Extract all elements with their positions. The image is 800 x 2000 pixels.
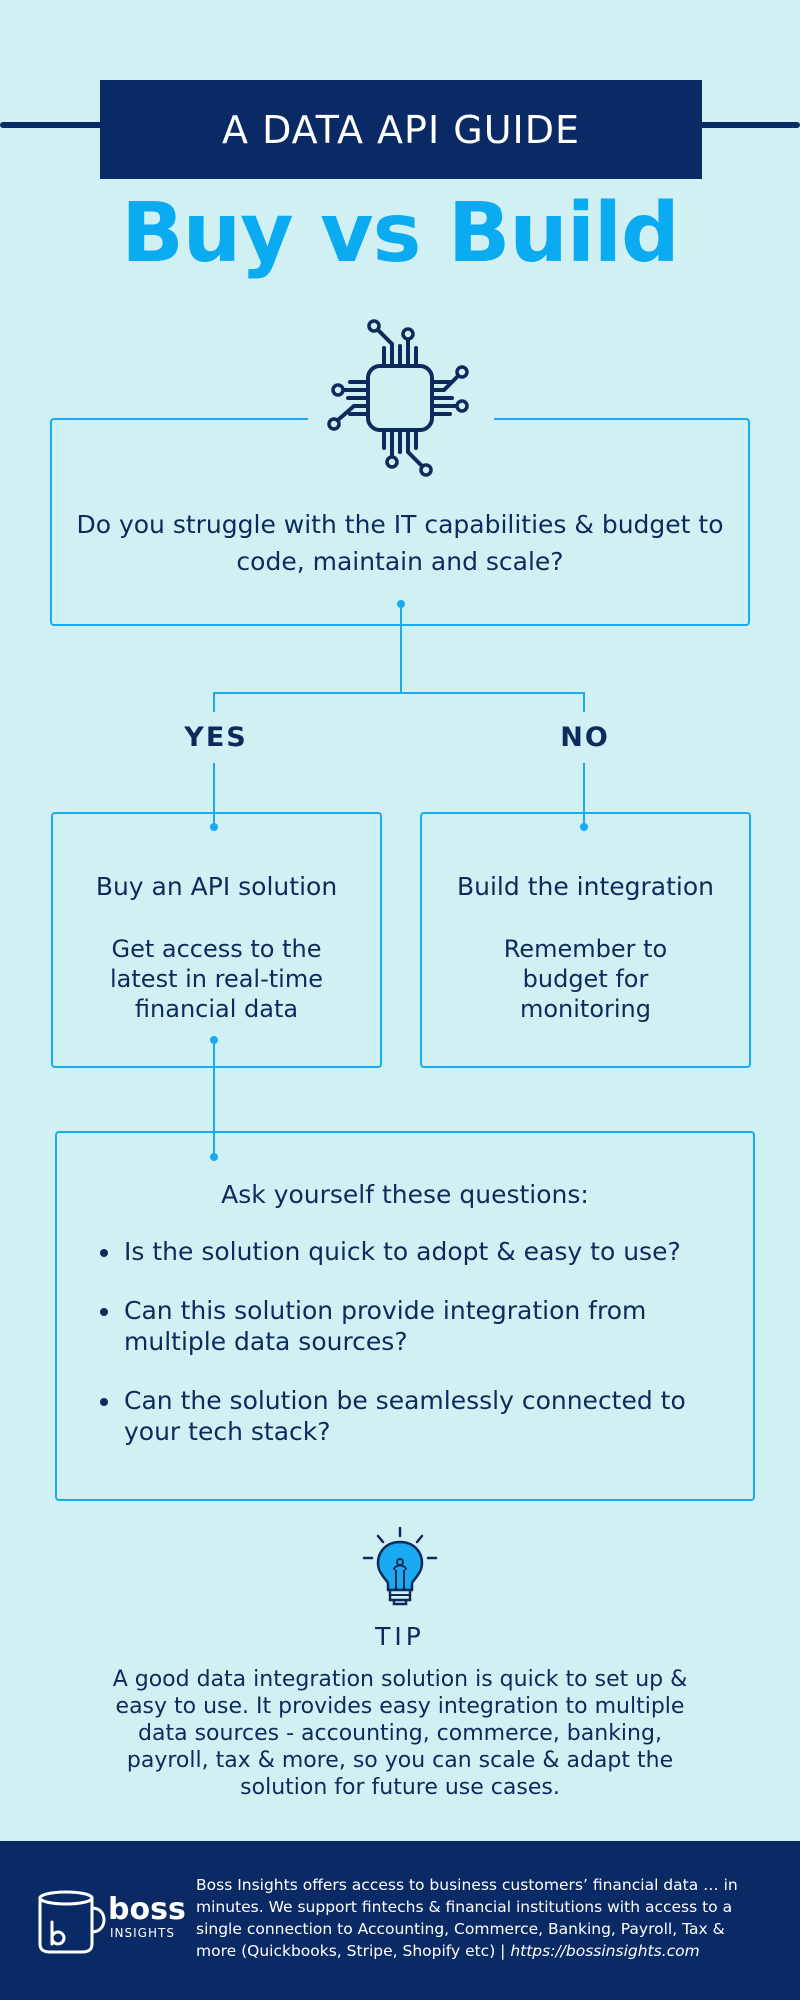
- logo-subtext: INSIGHTS: [110, 1926, 175, 1940]
- tip-label: TIP: [375, 1622, 425, 1651]
- buy-option-box: [51, 812, 382, 1068]
- build-option-text: Remember to budget for monitoring: [503, 935, 668, 1023]
- header-banner: A DATA API GUIDE: [100, 80, 702, 179]
- buy-option-text: Get access to the latest in real-time fi…: [110, 935, 323, 1023]
- footer-description: Boss Insights offers access to business …: [196, 1874, 756, 1962]
- no-label: NO: [560, 722, 610, 753]
- connector-line: [213, 692, 215, 712]
- yes-label: YES: [184, 722, 248, 753]
- mug-logo-icon: [38, 1890, 106, 1954]
- lightbulb-icon: [362, 1526, 438, 1606]
- list-item: Can this solution provide integration fr…: [98, 1295, 738, 1357]
- header-subtitle: A DATA API GUIDE: [222, 107, 580, 152]
- build-option-title: Build the integration: [456, 872, 714, 901]
- questions-heading: Ask yourself these questions:: [221, 1180, 589, 1209]
- build-option-box: [420, 812, 751, 1068]
- list-item: Is the solution quick to adopt & easy to…: [98, 1236, 738, 1267]
- connector-line: [213, 1040, 215, 1156]
- connector-line: [583, 763, 585, 827]
- list-item: Can the solution be seamlessly connected…: [98, 1385, 738, 1447]
- connector-dot: [210, 1153, 218, 1161]
- connector-line: [583, 692, 585, 712]
- tip-text: A good data integration solution is quic…: [112, 1667, 688, 1800]
- questions-list: Is the solution quick to adopt & easy to…: [98, 1236, 738, 1475]
- connector-dot: [580, 823, 588, 831]
- footer: [0, 1841, 800, 2000]
- connector-line: [213, 692, 585, 694]
- logo-wordmark: boss: [108, 1892, 186, 1927]
- footer-text: Boss Insights offers access to business …: [196, 1876, 738, 1960]
- connector-line: [400, 604, 402, 694]
- question-text: Do you struggle with the IT capabilities…: [76, 510, 724, 576]
- page-title: Buy vs Build: [121, 186, 679, 281]
- footer-website-link[interactable]: https://bossinsights.com: [510, 1942, 700, 1960]
- questions-box: [55, 1131, 755, 1501]
- connector-line: [213, 763, 215, 827]
- circuit-chip-icon: [327, 319, 469, 477]
- buy-option-title: Buy an API solution: [95, 872, 338, 901]
- connector-dot: [210, 823, 218, 831]
